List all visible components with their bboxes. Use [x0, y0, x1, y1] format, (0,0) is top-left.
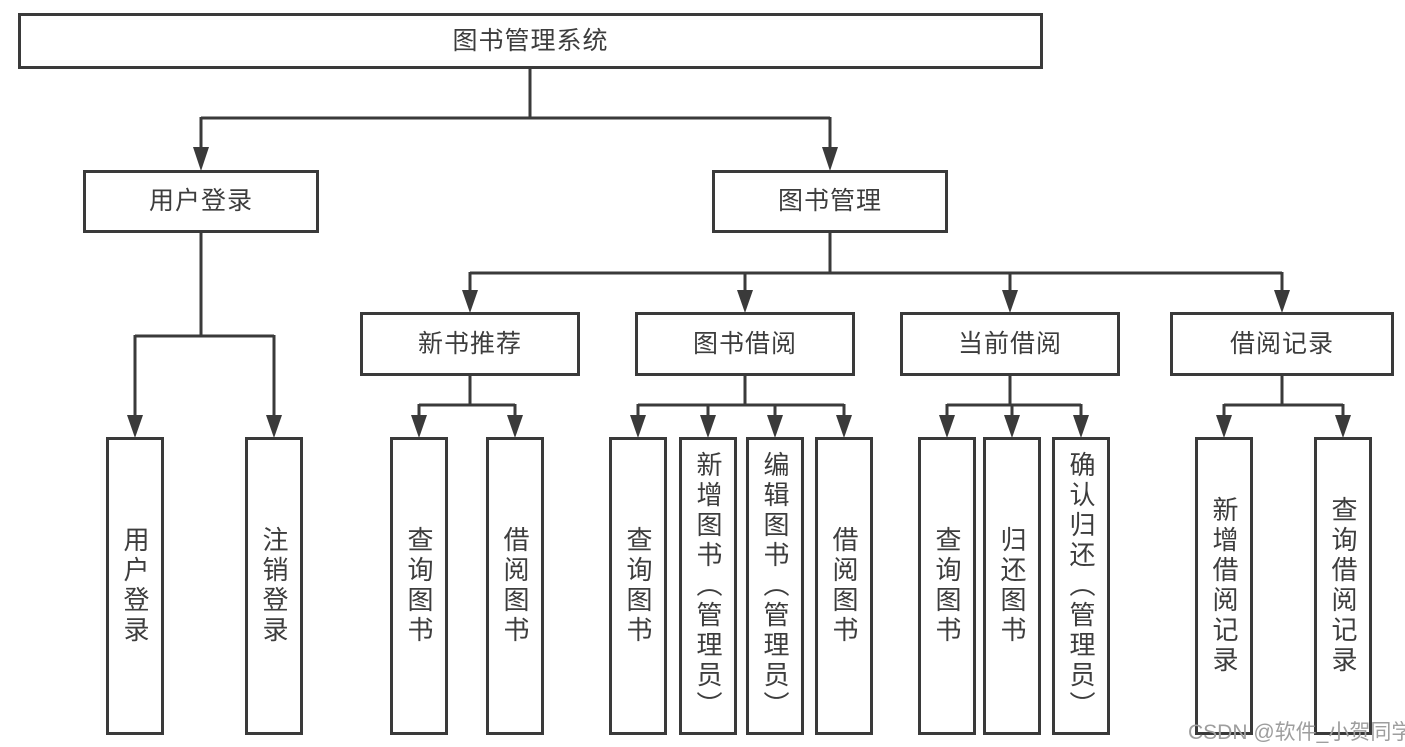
node-book-borrow: 图书借阅: [635, 312, 855, 376]
node-book-management: 图书管理: [712, 170, 948, 233]
leaf-borrow-books-recommend-label: 借阅图书: [500, 526, 531, 646]
leaf-confirm-return-admin-label: 确认归还（管理员）: [1066, 451, 1097, 721]
leaf-user-login: 用户登录: [106, 437, 164, 735]
leaf-query-books-borrow: 查询图书: [609, 437, 667, 735]
leaf-query-books-borrow-label: 查询图书: [623, 526, 654, 646]
leaf-logout: 注销登录: [245, 437, 303, 735]
leaf-query-books-current-label: 查询图书: [932, 526, 963, 646]
leaf-borrow-books: 借阅图书: [815, 437, 873, 735]
leaf-add-book-admin: 新增图书（管理员）: [679, 437, 737, 735]
node-book-management-label: 图书管理: [777, 187, 882, 215]
leaf-query-books-current: 查询图书: [918, 437, 976, 735]
leaf-edit-book-admin-label: 编辑图书（管理员）: [760, 451, 791, 721]
leaf-logout-label: 注销登录: [259, 526, 290, 646]
node-root: 图书管理系统: [18, 13, 1043, 69]
leaf-confirm-return-admin: 确认归还（管理员）: [1052, 437, 1110, 735]
node-current-borrow: 当前借阅: [900, 312, 1120, 376]
leaf-query-books-recommend-label: 查询图书: [404, 526, 435, 646]
leaf-add-borrow-record: 新增借阅记录: [1195, 437, 1253, 735]
node-book-borrow-label: 图书借阅: [692, 329, 797, 358]
leaf-add-book-admin-label: 新增图书（管理员）: [693, 451, 724, 721]
leaf-edit-book-admin: 编辑图书（管理员）: [746, 437, 804, 735]
node-new-book-recommend-label: 新书推荐: [417, 329, 522, 358]
node-current-borrow-label: 当前借阅: [957, 329, 1062, 358]
arrowheads: [127, 147, 1351, 438]
leaf-return-book: 归还图书: [983, 437, 1041, 735]
node-borrow-records: 借阅记录: [1170, 312, 1394, 376]
leaf-user-login-label: 用户登录: [120, 526, 151, 646]
leaf-query-borrow-record: 查询借阅记录: [1314, 437, 1372, 735]
watermark: CSDN @软件_小贺同学: [1188, 721, 1405, 744]
node-user-login: 用户登录: [83, 170, 319, 233]
node-user-login-label: 用户登录: [148, 187, 253, 215]
leaf-borrow-books-recommend: 借阅图书: [486, 437, 544, 735]
leaf-return-book-label: 归还图书: [997, 526, 1028, 646]
node-root-label: 图书管理系统: [452, 26, 609, 55]
leaf-add-borrow-record-label: 新增借阅记录: [1209, 496, 1240, 676]
node-new-book-recommend: 新书推荐: [360, 312, 580, 376]
leaf-borrow-books-label: 借阅图书: [829, 526, 860, 646]
node-borrow-records-label: 借阅记录: [1229, 329, 1334, 358]
leaf-query-borrow-record-label: 查询借阅记录: [1328, 496, 1359, 676]
leaf-query-books-recommend: 查询图书: [390, 437, 448, 735]
